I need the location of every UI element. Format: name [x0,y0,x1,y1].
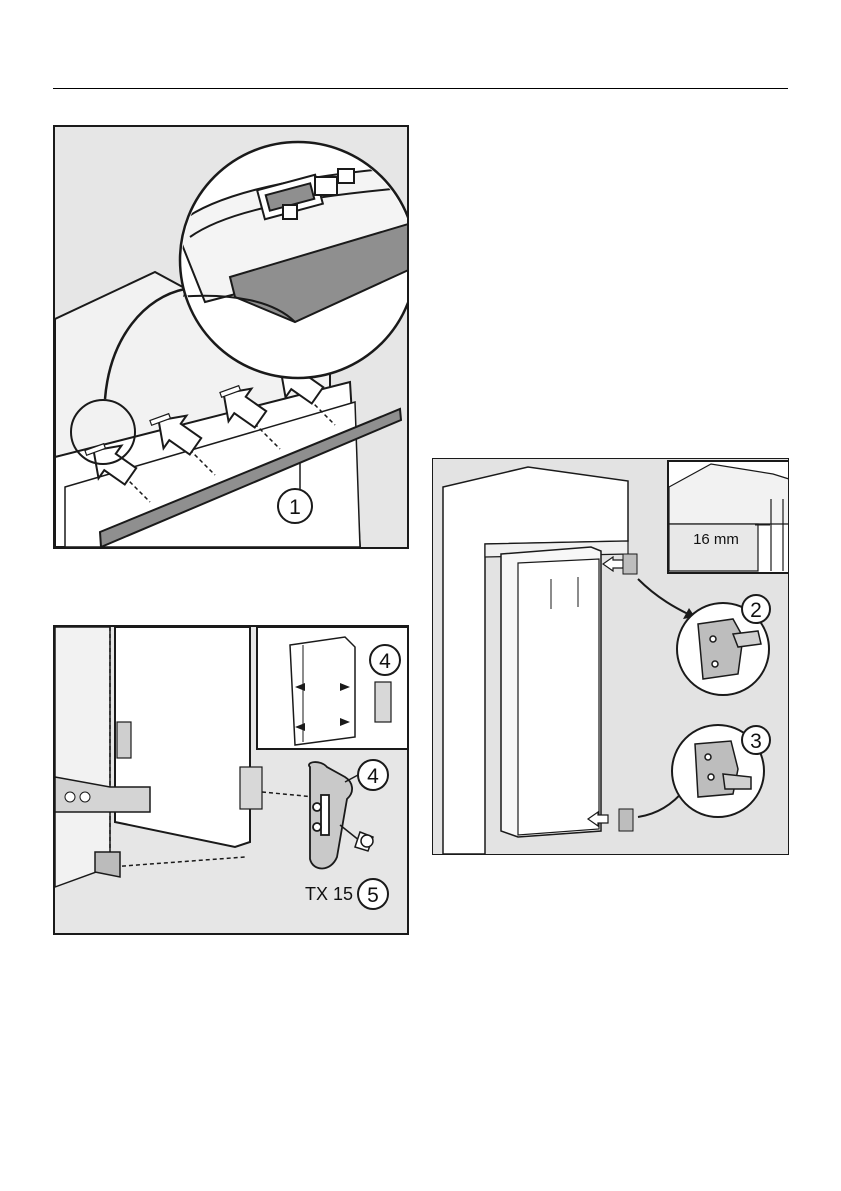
dimension-label: 16 mm [693,531,739,548]
bracket-icon [240,767,262,809]
trim-strip-illustration: 1 [55,127,409,549]
callout-4-inset-label: 4 [379,650,391,673]
callout-2-label: 2 [750,599,762,622]
bracket-icon [619,809,633,831]
figure-appliance-brackets: 2 3 16 mm [432,458,789,855]
bracket-icon [309,762,352,868]
hinge-bracket-illustration: 4 4 TX 15 5 [55,627,409,935]
callout-3-label: 3 [750,730,762,753]
arrow-icon [603,557,623,571]
door-panel [115,627,250,847]
header-rule [53,88,788,89]
bracket-icon [623,554,637,574]
callout-1-label: 1 [289,496,301,519]
appliance-brackets-illustration: 2 3 16 mm [433,459,789,855]
tool-label: TX 15 [305,884,353,904]
figure-trim-strip: 1 [53,125,409,549]
callout-4-label: 4 [367,765,379,788]
figure-hinge-bracket: 4 4 TX 15 5 [53,625,409,935]
screw-icon [340,825,373,851]
callout-5-label: 5 [367,884,379,907]
